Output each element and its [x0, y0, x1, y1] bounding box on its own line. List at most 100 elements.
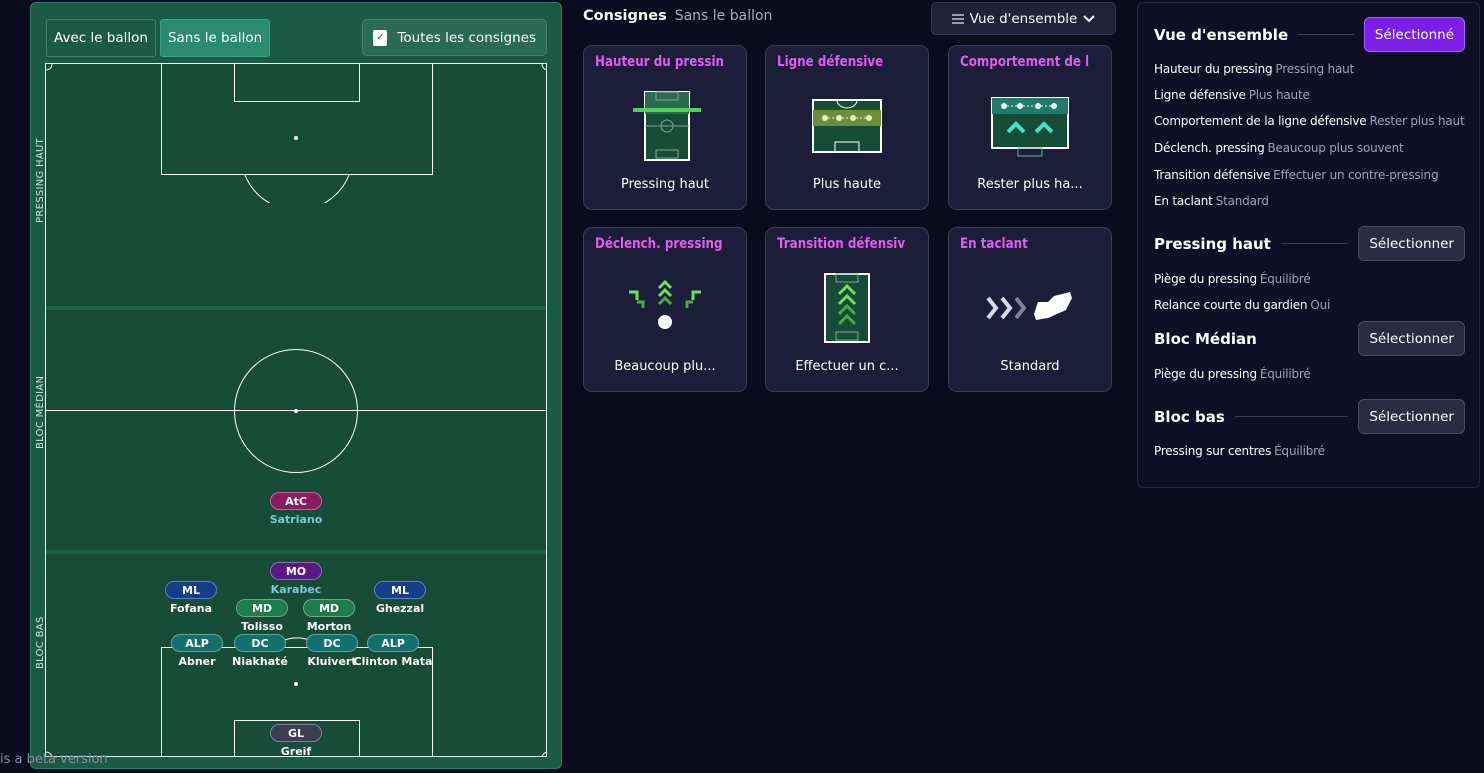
player-position: AtC: [270, 492, 322, 510]
list-icon: [951, 13, 964, 24]
instructions-subtitle: Sans le ballon: [674, 8, 773, 24]
player-name: Satriano: [269, 513, 323, 526]
player-position: MD: [303, 599, 355, 617]
player-position: GL: [270, 724, 322, 742]
player-position: DC: [234, 634, 286, 652]
center-circle: [234, 349, 358, 473]
player-token[interactable]: GL Greif: [246, 724, 346, 757]
bottom-goal-area: [234, 720, 360, 756]
card-value: Standard: [1000, 359, 1060, 374]
top-penalty-area: [161, 64, 433, 175]
select-high-press-button[interactable]: Sélectionner: [1358, 226, 1465, 261]
ball-phase-toggle: Avec le ballon Sans le ballon: [46, 19, 271, 57]
player-name: Niakhaté: [232, 655, 288, 668]
section-title: Vue d'ensemble: [1154, 25, 1289, 44]
card-title: En taclant: [960, 236, 1028, 252]
section-header-mid-block: Bloc Médian Sélectionner: [1154, 321, 1465, 356]
top-penalty-arc: [244, 175, 350, 203]
all-instructions-button[interactable]: ✓ Toutes les consignes: [362, 19, 547, 56]
card-value: Pressing haut: [621, 177, 709, 192]
zone-label-mid: BLOC MÉDIAN: [35, 375, 46, 449]
player-position: MO: [270, 562, 322, 580]
card-title: Déclench. pressing: [595, 236, 723, 252]
card-title: Hauteur du pressing: [595, 54, 724, 70]
section-title: Bloc bas: [1154, 407, 1225, 426]
player-token[interactable]: ML Fofana: [141, 581, 241, 615]
instructions-title: Consignes: [583, 8, 667, 24]
instruction-card-line-behaviour[interactable]: Comportement de la ligne défensive Reste…: [948, 45, 1112, 210]
player-name: Fofana: [169, 602, 213, 615]
player-token[interactable]: AtC Satriano: [246, 492, 346, 526]
player-position: MD: [236, 599, 288, 617]
player-name: Abner: [178, 655, 216, 668]
divider: [1298, 34, 1354, 35]
top-penalty-spot: [294, 136, 298, 140]
player-position: ML: [165, 581, 217, 599]
card-value: Plus haute: [812, 177, 882, 192]
bottom-penalty-spot: [294, 682, 298, 686]
player-name: Tolisso: [241, 620, 283, 633]
section-title: Bloc Médian: [1154, 329, 1257, 348]
player-position: DC: [306, 634, 358, 652]
pressing-trigger-icon: [584, 268, 746, 348]
player-position: ML: [374, 581, 426, 599]
player-token[interactable]: ALP Abner: [147, 634, 247, 668]
without-ball-toggle[interactable]: Sans le ballon: [159, 19, 271, 57]
player-position: ALP: [171, 634, 223, 652]
instruction-card-pressing-trigger[interactable]: Déclench. pressing Beaucoup plu...: [583, 227, 747, 392]
instruction-card-defensive-transition[interactable]: Transition défensive Effectuer un c...: [765, 227, 929, 392]
instruction-card-defensive-line[interactable]: Ligne défensive Plus haute: [765, 45, 929, 210]
divider: [1280, 243, 1349, 244]
top-goal-area: [234, 64, 360, 102]
pitch-panel: Avec le ballon Sans le ballon ✓ Toutes l…: [30, 2, 562, 769]
instructions-header: Consignes Sans le ballon: [583, 8, 772, 24]
player-token[interactable]: MD Tolisso: [212, 599, 312, 633]
select-low-block-button[interactable]: Sélectionner: [1358, 399, 1465, 434]
player-name: Karabec: [270, 583, 322, 596]
pitch-field: AtC Satriano MO Karabec ML Fofana ML Ghe…: [45, 63, 547, 757]
player-position: ALP: [367, 634, 419, 652]
select-overview-button[interactable]: Sélectionné: [1363, 17, 1465, 52]
player-name: Morton: [306, 620, 352, 633]
instruction-card-pressing-height[interactable]: Hauteur du pressing Pressing haut: [583, 45, 747, 210]
bottom-penalty-area: [161, 647, 433, 756]
player-token[interactable]: MO Karabec: [246, 562, 346, 596]
view-dropdown[interactable]: Vue d'ensemble: [931, 2, 1116, 35]
card-title: Transition défensive: [777, 236, 906, 252]
player-token[interactable]: ML Ghezzal: [350, 581, 450, 615]
player-token[interactable]: DC Kluivert: [282, 634, 382, 668]
select-mid-block-button[interactable]: Sélectionner: [1358, 321, 1465, 356]
zone-label-low: BLOC BAS: [35, 616, 46, 669]
summary-panel: Vue d'ensemble Sélectionné Hauteur du pr…: [1137, 2, 1480, 488]
instruction-card-tackling[interactable]: En taclant Standard: [948, 227, 1112, 392]
card-value: Rester plus ha...: [977, 177, 1083, 192]
player-name: Ghezzal: [375, 602, 425, 615]
section-header-high-press: Pressing haut Sélectionner: [1154, 226, 1465, 261]
card-title: Ligne défensive: [777, 54, 884, 70]
zone-label-high: PRESSING HAUT: [35, 137, 46, 223]
player-name: Greif: [280, 745, 312, 757]
player-token[interactable]: MD Morton: [279, 599, 379, 633]
clipboard-check-icon: ✓: [373, 29, 388, 46]
center-spot: [294, 409, 298, 413]
with-ball-toggle[interactable]: Avec le ballon: [46, 19, 156, 57]
divider: [1267, 338, 1349, 339]
line-behaviour-icon: [949, 86, 1111, 166]
player-token[interactable]: DC Niakhaté: [210, 634, 310, 668]
card-value: Effectuer un c...: [795, 359, 899, 374]
tackling-boot-icon: [949, 268, 1111, 348]
section-title: Pressing haut: [1154, 234, 1271, 253]
player-token[interactable]: ALP Clinton Mata: [343, 634, 443, 668]
zone-separator: [46, 550, 546, 554]
defensive-transition-icon: [766, 268, 928, 348]
all-instructions-label: Toutes les consignes: [397, 29, 536, 46]
